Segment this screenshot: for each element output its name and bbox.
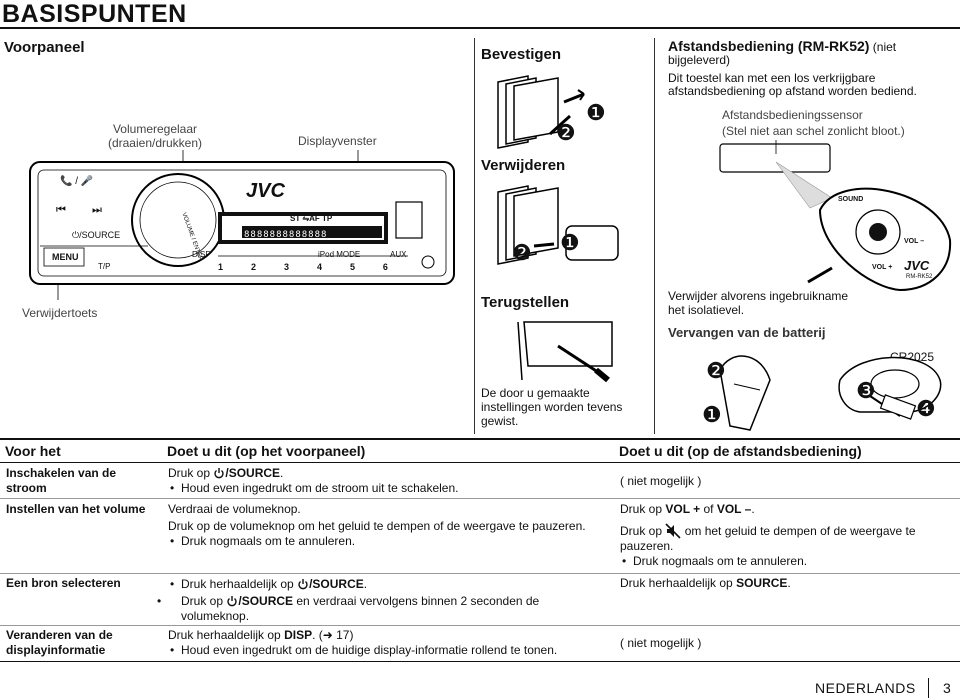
remote-illustration [719, 140, 952, 292]
title-rule [0, 27, 960, 29]
display-window-label: Displayvenster [298, 134, 377, 148]
disp-button[interactable]: DISP [192, 250, 211, 259]
footer-divider [928, 678, 929, 698]
table-header-front: Doet u dit (op het voorpaneel) [167, 443, 366, 459]
page-title: BASISPUNTEN [2, 0, 187, 28]
row-mute-front: Druk op de volumeknop om het geluid te d… [168, 519, 608, 549]
tp-button[interactable]: T/P [98, 262, 111, 271]
remote-heading-note: (niet bijgeleverd) [668, 40, 897, 67]
preset-buttons: 1 2 3 4 5 6 [218, 262, 388, 272]
battery-heading: Vervangen van de batterij [668, 325, 826, 340]
row-divider [0, 573, 960, 574]
attach-step-1: ❶ [586, 100, 606, 125]
front-panel-heading: Voorpaneel [4, 39, 85, 56]
preset-button-5[interactable]: 5 [349, 262, 355, 272]
next-button[interactable]: ⏭ [92, 204, 102, 216]
menu-button[interactable]: MENU [52, 252, 79, 262]
remove-heading: Verwijderen [481, 157, 566, 174]
column-divider-2 [654, 38, 655, 434]
power-icon [298, 579, 308, 590]
sound-button[interactable]: SOUND [838, 196, 864, 203]
preset-button-6[interactable]: 6 [382, 262, 388, 272]
remote-vol-plus-label[interactable]: VOL + [872, 264, 893, 271]
remote-heading-block: Afstandsbediening (RM-RK52) (niet bijgel… [668, 38, 958, 67]
power-icon [227, 596, 238, 607]
attach-illustration [497, 75, 585, 149]
display-indicators: ST ⇋AF TP [290, 214, 333, 223]
power-icon [214, 468, 225, 479]
release-button-label: Verwijdertoets [22, 306, 98, 320]
sensor-label: Afstandsbedieningssensor [722, 108, 863, 122]
row-volume-front: Verdraai de volumeknop. [168, 502, 301, 516]
column-divider-1 [474, 38, 475, 434]
remove-step-2: ❷ [512, 240, 532, 265]
row-power-remote: ( niet mogelijk ) [620, 474, 702, 488]
prev-button[interactable]: ⏮ [56, 204, 66, 216]
row-display-front: Druk herhaaldelijk op DISP. (➜ 17) Houd … [168, 628, 608, 658]
remote-vol-minus-label[interactable]: VOL – [904, 238, 925, 245]
row-volume-remote: Druk op VOL + of VOL –. [620, 502, 755, 516]
source-button[interactable]: ⏻/SOURCE [72, 230, 121, 240]
jvc-logo: JVC [246, 180, 285, 202]
row-volume-label: Instellen van het volume [6, 502, 146, 516]
phone-mic-button[interactable]: 📞 / 🎤 [60, 176, 94, 187]
row-source-remote: Druk herhaaldelijk op SOURCE. [620, 576, 791, 590]
remove-step-1: ❶ [560, 230, 580, 255]
row-display-label: Veranderen van de displayinformatie [6, 628, 113, 657]
battery-step-1: ❶ [702, 402, 722, 427]
battery-illustration [719, 355, 942, 431]
row-power-front: Druk op /SOURCE. Houd even ingedrukt om … [168, 466, 608, 496]
table-header-remote: Doet u dit (op de afstandsbediening) [619, 443, 862, 459]
attach-heading: Bevestigen [481, 46, 562, 63]
front-panel-illustration [29, 150, 455, 300]
row-power-front-bullet: Houd even ingedrukt om de stroom uit te … [168, 481, 608, 496]
preset-button-2[interactable]: 2 [250, 262, 256, 272]
row-power-label: Inschakelen van de stroom [6, 466, 117, 495]
footer-language: NEDERLANDS [815, 680, 916, 696]
table-header-purpose: Voor het [5, 443, 61, 459]
table-top-rule [0, 438, 960, 440]
battery-step-4: ❹ [916, 396, 936, 421]
battery-step-3: ❸ [856, 378, 876, 403]
display-digits: 8888888888888 [244, 230, 328, 240]
remote-model-label: RM-RK52 [906, 274, 933, 280]
remove-sheet-note: Verwijder alvorens ingebruikname het iso… [668, 289, 849, 317]
row-display-remote: ( niet mogelijk ) [620, 636, 702, 650]
sensor-note: (Stel niet aan schel zonlicht bloot.) [722, 124, 905, 138]
ipod-mode-button[interactable]: iPod MODE [318, 250, 361, 259]
aux-jack[interactable]: AUX [390, 250, 407, 259]
preset-button-3[interactable]: 3 [283, 262, 289, 272]
reset-illustration [517, 321, 613, 383]
row-source-label: Een bron selecteren [6, 576, 121, 590]
volume-knob-label: Volumeregelaar (draaien/drukken) [107, 122, 203, 150]
remote-jvc-logo: JVC [904, 258, 930, 273]
row-divider [0, 625, 960, 626]
mute-icon [665, 523, 681, 539]
table-bottom-rule [0, 661, 960, 662]
reset-note: De door u gemaakte instellingen worden t… [481, 386, 623, 428]
remote-heading: Afstandsbediening (RM-RK52) [668, 38, 870, 54]
preset-button-4[interactable]: 4 [316, 262, 322, 272]
row-divider [0, 498, 960, 499]
table-header-rule [0, 462, 960, 463]
preset-button-1[interactable]: 1 [218, 262, 224, 272]
row-mute-remote: Druk op om het geluid te dempen of de we… [620, 523, 950, 569]
remove-illustration [497, 185, 619, 265]
page-number: 3 [943, 680, 952, 696]
attach-step-2: ❷ [556, 120, 576, 145]
battery-step-2: ❷ [706, 358, 726, 383]
row-source-front: Druk herhaaldelijk op /SOURCE. Druk op /… [168, 577, 608, 624]
reset-heading: Terugstellen [481, 294, 570, 311]
remote-intro: Dit toestel kan met een los verkrijgbare… [668, 71, 917, 98]
